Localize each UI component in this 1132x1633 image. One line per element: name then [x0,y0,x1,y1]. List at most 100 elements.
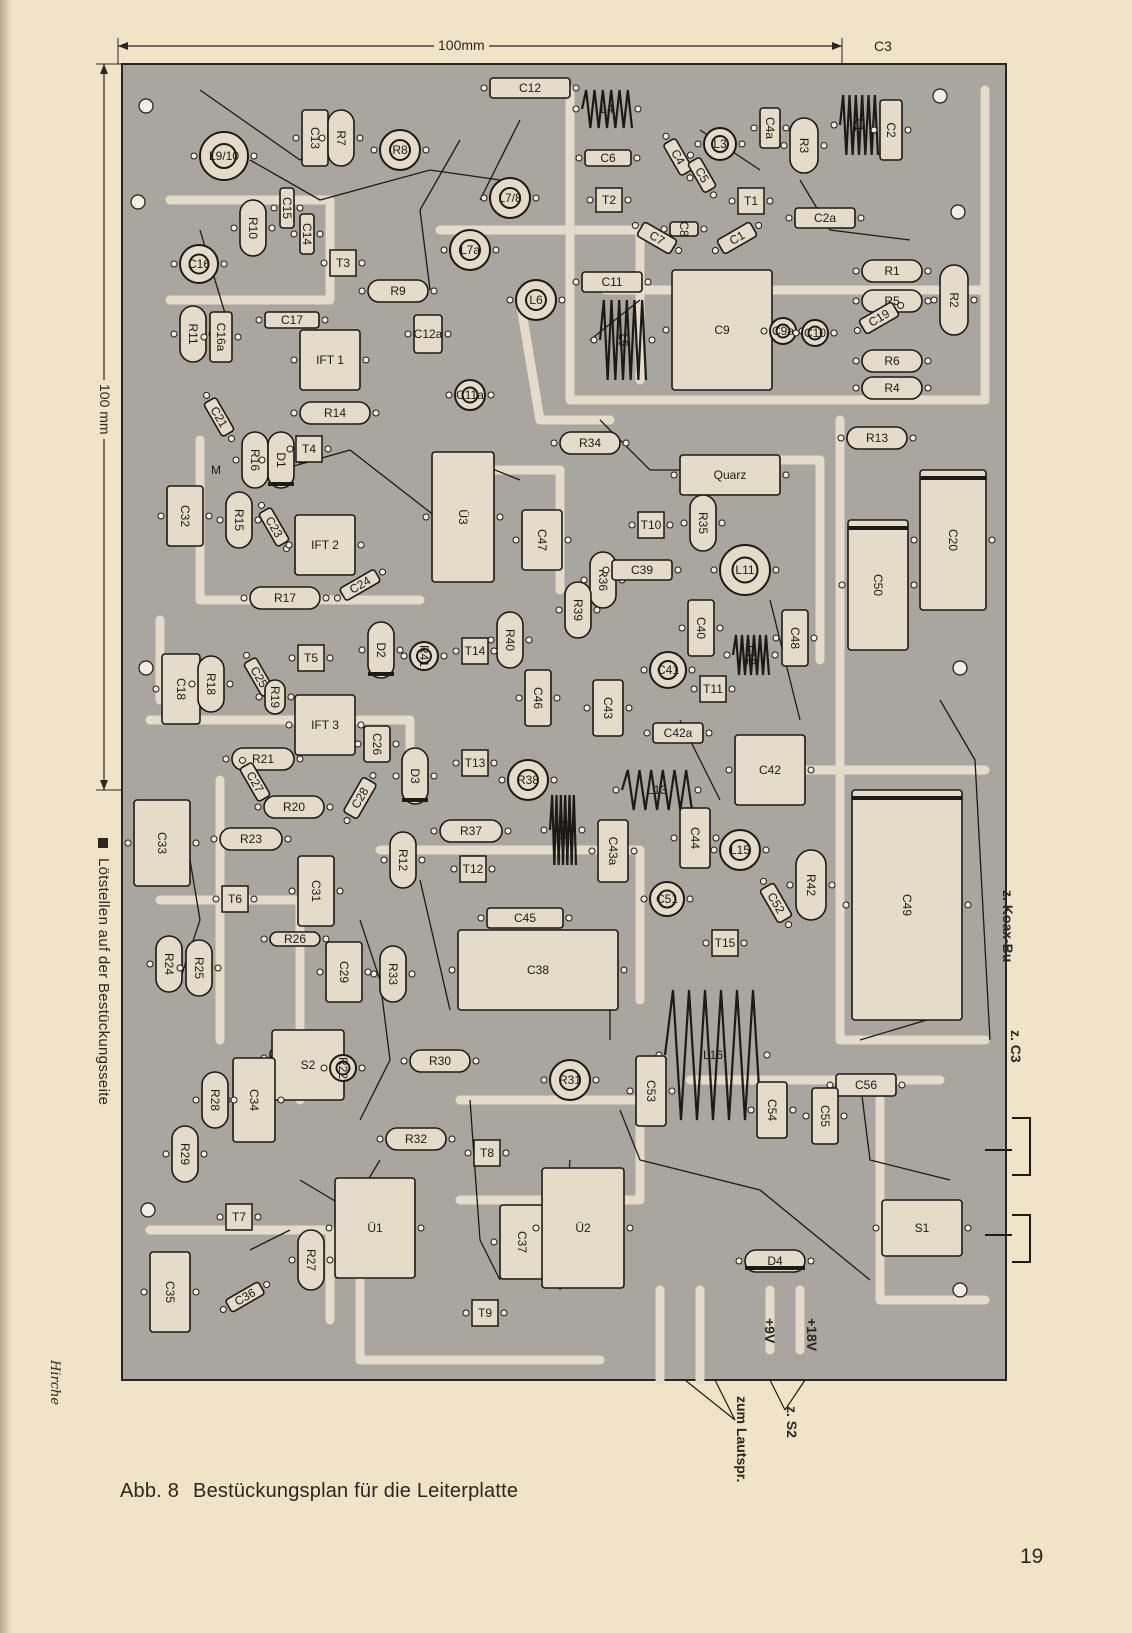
component-label: R23 [240,832,262,846]
component-r18: R18 [188,655,234,713]
component-c2a: C2a [785,207,865,229]
s2-connection-label: z. S2 [784,1406,800,1438]
component-label: T15 [715,936,736,950]
component-t7: T7 [216,1203,262,1231]
component-label: R10 [246,217,260,239]
component-label: C46 [531,687,545,709]
component-label: C2a [814,211,836,225]
component-label: C4 [668,147,688,168]
component-label: C45 [514,911,536,925]
component-label: C14 [300,223,314,245]
component-label: T10 [641,518,662,532]
component-c51: C51 [640,881,694,917]
component-t14: T14 [452,637,498,665]
component-r23: R23 [210,827,292,851]
component-c7: C7 [631,221,683,255]
component-ü3: Ü3 [422,451,504,583]
component-label: R33 [386,963,400,985]
component-r2: R2 [930,264,978,336]
component-l6: L6 [506,279,566,321]
page-number: 19 [1020,1545,1044,1568]
component-t5: T5 [288,644,334,672]
component-d1: D1 [258,431,304,489]
component-t10: T10 [628,511,674,539]
component-c16a: C16a [200,311,242,363]
component-r4: R4 [852,376,932,400]
component-c15: C15 [270,187,304,229]
component-r41: R41 [400,641,448,671]
component-label: R17 [274,591,296,605]
component-c43a: C43a [588,819,638,883]
component-t2: T2 [586,187,632,213]
component-label: R32 [405,1132,427,1146]
component-label: C35 [163,1281,177,1303]
component-label: L13 [647,783,667,797]
component-c18: C18 [152,653,210,725]
component-label: C42a [664,726,693,740]
component-label: D3 [408,768,422,784]
component-label: L7a [460,243,480,257]
plus18v-label: +18V [804,1318,820,1352]
component-label: R4 [884,381,900,395]
component-label: R38 [517,773,539,787]
component-ü2: Ü2 [532,1167,634,1289]
component-c14: C14 [290,213,324,255]
component-c53: C53 [626,1055,676,1127]
component-label: T1 [744,194,758,208]
component-c26: C26 [354,725,400,763]
mounting-hole [138,98,154,114]
component-label: R20 [283,800,305,814]
component-label: C39 [631,563,653,577]
component-label: R16 [248,449,262,471]
component-quarz: Quarz [670,454,790,496]
component-c56: C56 [826,1073,906,1097]
component-c11: C11 [572,271,652,293]
speaker-label: zum Lautspr. [734,1396,750,1483]
mounting-hole [140,1202,156,1218]
component-label: C11 [601,275,622,289]
component-c1: C1 [711,221,763,255]
component-label: C40 [694,617,708,639]
component-t9: T9 [462,1299,508,1327]
component-r33: R33 [370,945,416,1003]
mounting-hole [952,660,968,676]
component-label: T5 [304,651,318,665]
component-label: R28 [208,1089,222,1111]
component-r19: R19 [255,679,295,715]
component-r12: R12 [380,831,426,889]
component-r42: R42 [786,849,836,921]
dimension-side-label: 100 mm [97,380,113,439]
component-label: C56 [855,1078,877,1092]
component-r6: R6 [852,349,932,373]
component-d3: D3 [392,747,438,805]
component-c49: C49 [842,789,972,1021]
component-r32: R32 [376,1127,456,1151]
component-label: T8 [480,1146,494,1160]
component-t8: T8 [464,1139,510,1167]
component-label: Quarz [714,468,747,482]
component-label: T11 [703,682,723,696]
component-label: R42 [804,874,818,896]
legend-text: Lötstellen auf der Bestückungsseite [95,858,112,1106]
component-label: R14 [324,406,346,420]
component-label: C5 [692,165,712,186]
component-label: R12 [396,849,410,871]
component-t1: T1 [728,187,774,215]
component-label: L14 [556,820,570,840]
component-s1: S1 [872,1199,972,1257]
component-c8: C8 [660,221,708,237]
component-label: C43 [601,697,615,719]
component-c4a: C4a [750,107,790,149]
caption-text: Bestückungsplan für die Leiterplatte [193,1480,519,1502]
component-t11: T11 [690,675,736,703]
component-label: C16 [188,257,210,271]
signature: Hirche [47,1360,62,1406]
component-c42a: C42a [643,722,713,744]
mounting-hole [952,1282,968,1298]
component-label: C8 [677,221,691,237]
component-label: Ü3 [456,509,470,525]
component-label: C32 [178,505,192,527]
component-label: C16a [214,323,228,352]
component-label: Ü1 [367,1221,383,1235]
